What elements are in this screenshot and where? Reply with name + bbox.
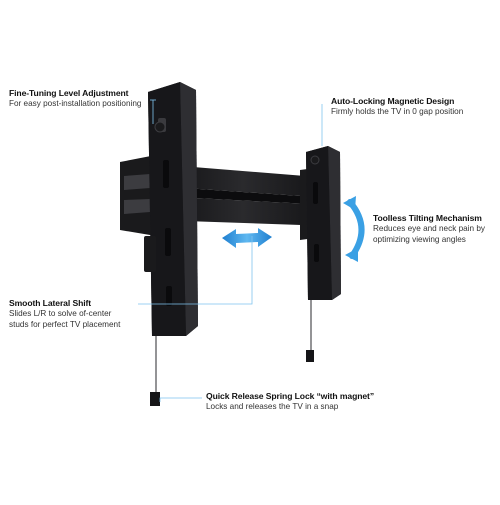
callout-auto-locking: Auto-Locking Magnetic Design Firmly hold… [331, 96, 463, 117]
callout-description: optimizing viewing angles [373, 235, 466, 244]
callout-description: Locks and releases the TV in a snap [206, 402, 339, 411]
right-vertical-arm [306, 146, 341, 362]
callout-lines [138, 99, 323, 402]
callout-toolless-tilting: Toolless Tilting Mechanism Reduces eye a… [373, 213, 485, 245]
left-vertical-arm [144, 82, 198, 406]
callout-title: Fine-Tuning Level Adjustment [9, 88, 129, 98]
callout-lateral-shift: Smooth Lateral Shift Slides L/R to solve… [9, 298, 120, 330]
callout-title: Quick Release Spring Lock “with magnet” [206, 391, 375, 401]
tilt-arrow [343, 196, 365, 262]
callout-title: Toolless Tilting Mechanism [373, 213, 482, 223]
callout-description: Firmly holds the TV in 0 gap position [331, 107, 464, 116]
callout-description: For easy post-installation positioning [9, 99, 142, 108]
callout-description: studs for perfect TV placement [9, 320, 121, 329]
callout-title: Auto-Locking Magnetic Design [331, 96, 455, 106]
lateral-shift-arrow [222, 228, 272, 248]
callout-description: Reduces eye and neck pain by [373, 224, 485, 233]
callout-fine-tuning: Fine-Tuning Level Adjustment For easy po… [9, 88, 141, 109]
callout-title: Smooth Lateral Shift [9, 298, 92, 308]
callout-quick-release: Quick Release Spring Lock “with magnet” … [206, 391, 374, 412]
callout-description: Slides L/R to solve of-center [9, 309, 112, 318]
